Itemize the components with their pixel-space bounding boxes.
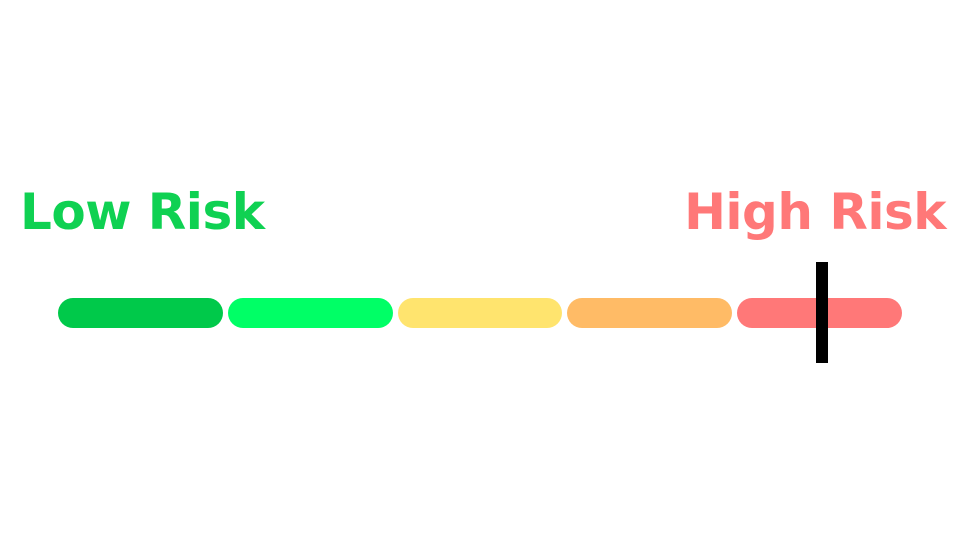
risk-marker (815, 262, 828, 363)
low-risk-label: Low Risk (20, 183, 265, 241)
risk-segment-2 (227, 298, 393, 328)
risk-segment-3 (397, 298, 563, 328)
risk-scale (58, 298, 902, 328)
risk-segment-4 (567, 298, 733, 328)
risk-segment-1 (58, 298, 223, 328)
high-risk-label: High Risk (684, 183, 946, 241)
